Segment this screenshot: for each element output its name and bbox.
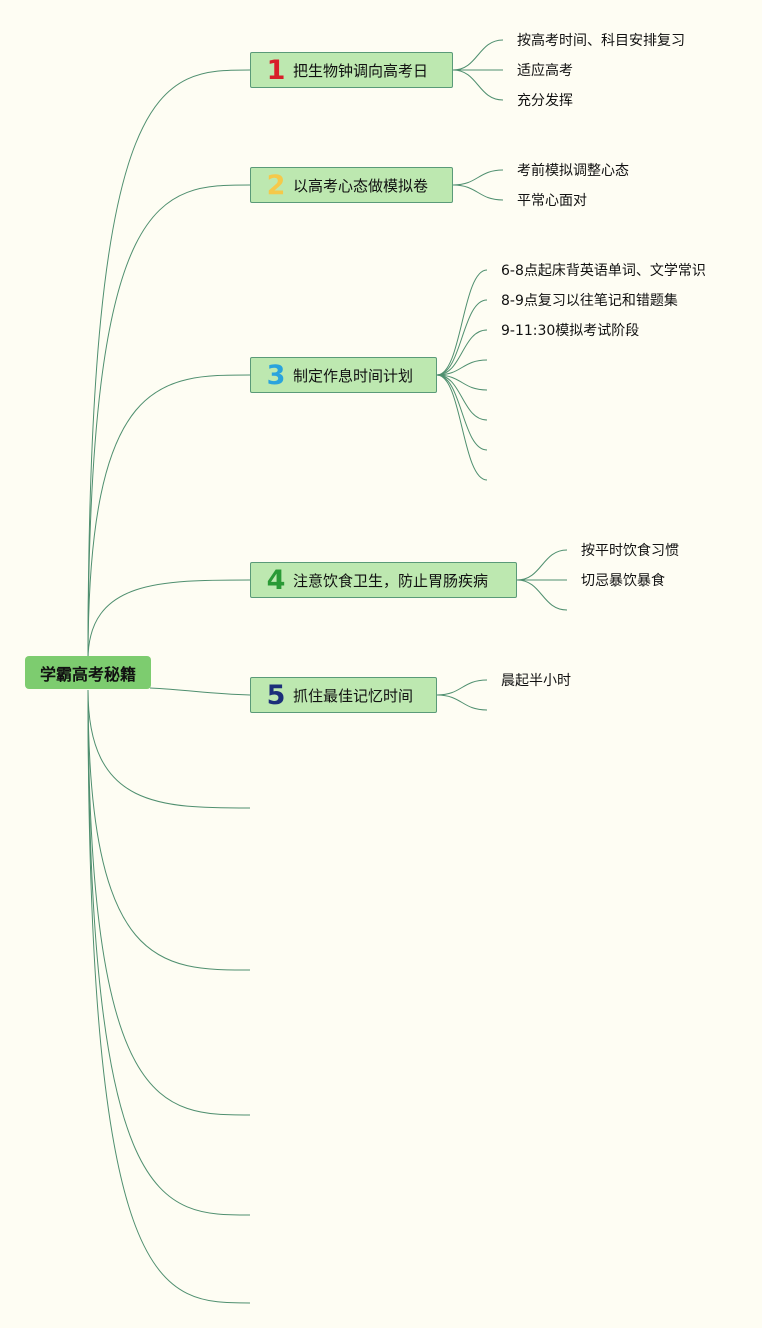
leaf-connector-5-2 xyxy=(436,694,488,711)
number-4-icon: 4 xyxy=(266,564,286,596)
number-3-icon: 3 xyxy=(266,359,286,391)
leaf-connector-2-2 xyxy=(452,184,504,201)
leaf-2-2[interactable]: 平常心面对 xyxy=(517,193,587,209)
root-connector-4 xyxy=(87,579,251,661)
number-5-icon: 5 xyxy=(266,679,286,711)
branch-node-1[interactable]: 1 把生物钟调向高考日 xyxy=(250,52,453,88)
root-connector-3 xyxy=(87,374,251,661)
root-connector-empty-3 xyxy=(87,689,251,1116)
root-connector-1 xyxy=(87,69,251,661)
root-connector-empty-5 xyxy=(87,689,251,1304)
leaf-1-1[interactable]: 按高考时间、科目安排复习 xyxy=(517,33,685,49)
leaf-5-1[interactable]: 晨起半小时 xyxy=(501,673,571,689)
branch-label-5: 抓住最佳记忆时间 xyxy=(293,686,414,705)
branch-label-1: 把生物钟调向高考日 xyxy=(293,61,429,80)
number-2-icon: 2 xyxy=(266,169,286,201)
leaf-connector-3-8 xyxy=(436,374,488,481)
branch-node-2[interactable]: 2 以高考心态做模拟卷 xyxy=(250,167,453,203)
leaf-2-1[interactable]: 考前模拟调整心态 xyxy=(517,163,629,179)
leaf-4-2[interactable]: 切忌暴饮暴食 xyxy=(581,573,665,589)
root-label: 学霸高考秘籍 xyxy=(39,664,136,684)
branch-node-4[interactable]: 4 注意饮食卫生，防止胃肠疾病 xyxy=(250,562,517,598)
leaf-3-1[interactable]: 6-8点起床背英语单词、文学常识 xyxy=(501,263,706,279)
leaf-4-1[interactable]: 按平时饮食习惯 xyxy=(581,543,679,559)
leaf-3-3[interactable]: 9-11:30模拟考试阶段 xyxy=(501,323,640,339)
leaf-connector-4-1 xyxy=(516,549,568,581)
root-connector-empty-1 xyxy=(87,689,251,809)
leaf-connector-1-1 xyxy=(452,39,504,71)
branch-node-3[interactable]: 3 制定作息时间计划 xyxy=(250,357,437,393)
leaf-connector-3-6 xyxy=(436,374,488,421)
leaf-connector-4-3 xyxy=(516,579,568,611)
leaf-connector-3-7 xyxy=(436,374,488,451)
root-connector-empty-4 xyxy=(87,689,251,1216)
branch-node-5[interactable]: 5 抓住最佳记忆时间 xyxy=(250,677,437,713)
root-connector-5 xyxy=(149,687,251,696)
number-1-icon: 1 xyxy=(266,54,286,86)
leaf-1-2[interactable]: 适应高考 xyxy=(517,63,573,79)
leaf-connector-3-4 xyxy=(436,359,488,376)
branch-label-4: 注意饮食卫生，防止胃肠疾病 xyxy=(293,571,489,590)
root-node[interactable]: 学霸高考秘籍 xyxy=(25,656,151,689)
leaf-connector-1-3 xyxy=(452,69,504,101)
leaf-connector-3-2 xyxy=(436,299,488,376)
leaf-3-2[interactable]: 8-9点复习以往笔记和错题集 xyxy=(501,293,678,309)
root-connector-empty-2 xyxy=(87,689,251,971)
branch-label-3: 制定作息时间计划 xyxy=(293,366,414,385)
branch-label-2: 以高考心态做模拟卷 xyxy=(293,176,429,195)
leaf-connector-3-5 xyxy=(436,374,488,391)
leaf-connector-2-1 xyxy=(452,169,504,186)
leaf-connector-3-1 xyxy=(436,269,488,376)
root-connector-2 xyxy=(87,184,251,661)
leaf-connector-3-3 xyxy=(436,329,488,376)
leaf-1-3[interactable]: 充分发挥 xyxy=(517,93,573,109)
leaf-connector-5-1 xyxy=(436,679,488,696)
